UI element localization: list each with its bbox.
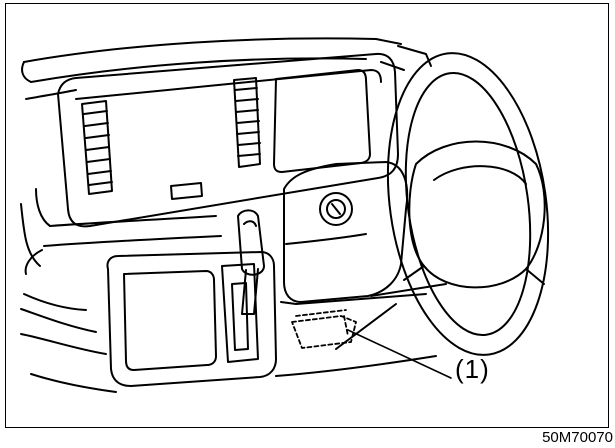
left-air-vent — [81, 100, 113, 195]
ignition-switch — [319, 192, 353, 226]
gear-selector-slot — [221, 263, 259, 363]
callout-label: (1) — [455, 354, 490, 384]
steering-column — [283, 161, 409, 303]
display-panel — [273, 69, 371, 173]
figure-code: 50M70070 — [542, 429, 613, 446]
callout-leader-line — [347, 329, 452, 379]
center-air-vent — [233, 77, 261, 168]
instrument-cluster-housing — [57, 52, 399, 228]
hood-release-lever — [291, 309, 357, 349]
dashboard-top-outline — [23, 37, 402, 63]
center-console-panel — [106, 251, 277, 387]
steering-wheel — [386, 52, 550, 356]
indicator-slot — [170, 182, 203, 200]
gear-lever — [237, 209, 265, 315]
dashboard-illustration — [5, 3, 609, 428]
